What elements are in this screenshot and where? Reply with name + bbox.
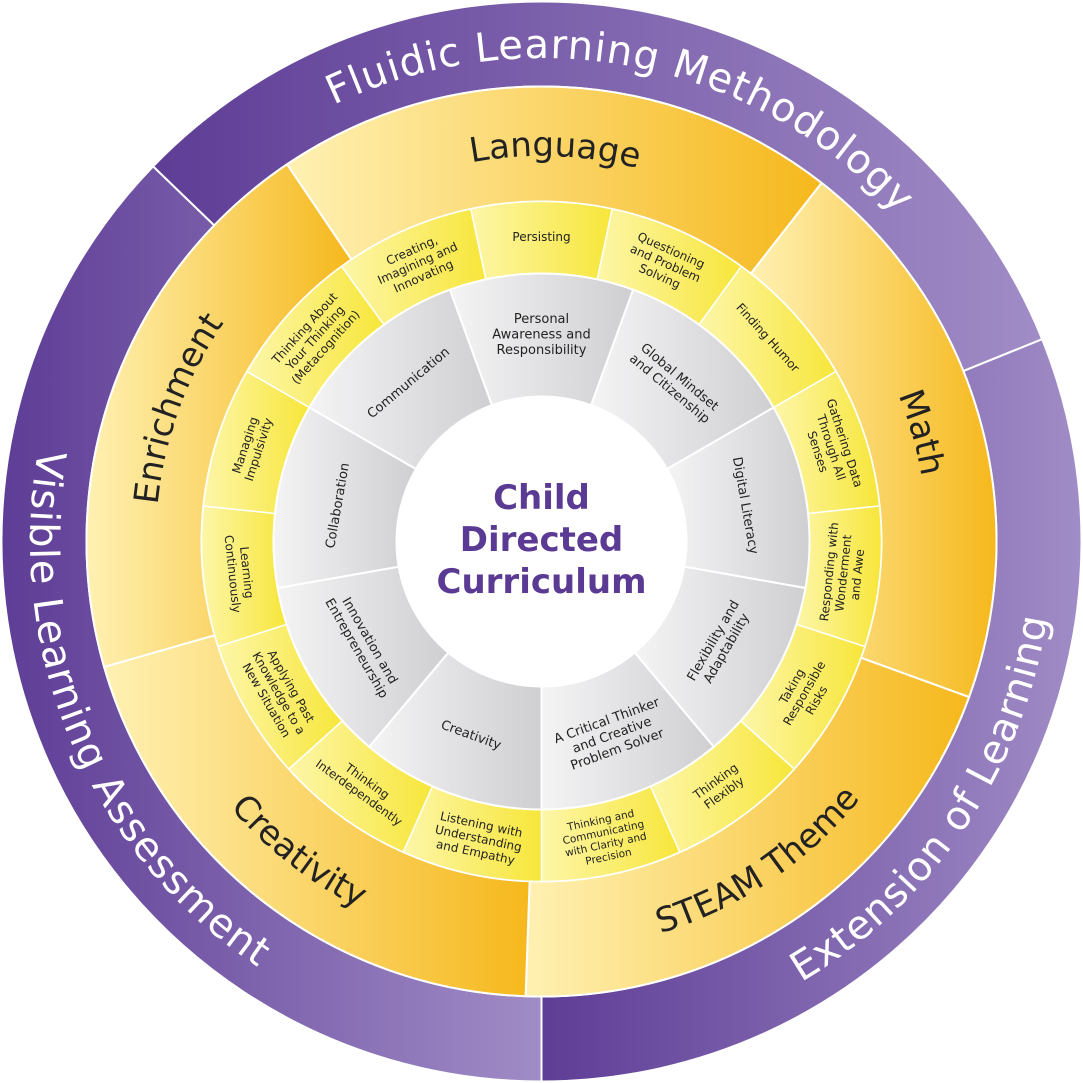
center-title-line-1: Child	[493, 478, 590, 518]
habit-segment-responding-with-wonderment-and-awe-label-line-3: and Awe	[848, 548, 867, 600]
habit-segment-persisting-label: Persisting	[512, 230, 570, 244]
center-hub: Child Directed Curriculum	[396, 396, 687, 687]
competency-segment-personal-awareness-and-responsibility-label-line-3: Responsibility	[497, 343, 587, 358]
center-title-line-2: Directed	[460, 520, 624, 560]
habit-segment-learning-continuously-label-line-1: Learning	[237, 546, 256, 599]
center-title-line-3: Curriculum	[437, 562, 647, 602]
habit-segment-persisting-label-line-1: Persisting	[512, 230, 570, 244]
competency-segment-personal-awareness-and-responsibility-label-line-1: Personal	[514, 312, 569, 327]
competency-segment-personal-awareness-and-responsibility-label-line-2: Awareness and	[492, 328, 590, 343]
center-circle	[396, 396, 687, 687]
